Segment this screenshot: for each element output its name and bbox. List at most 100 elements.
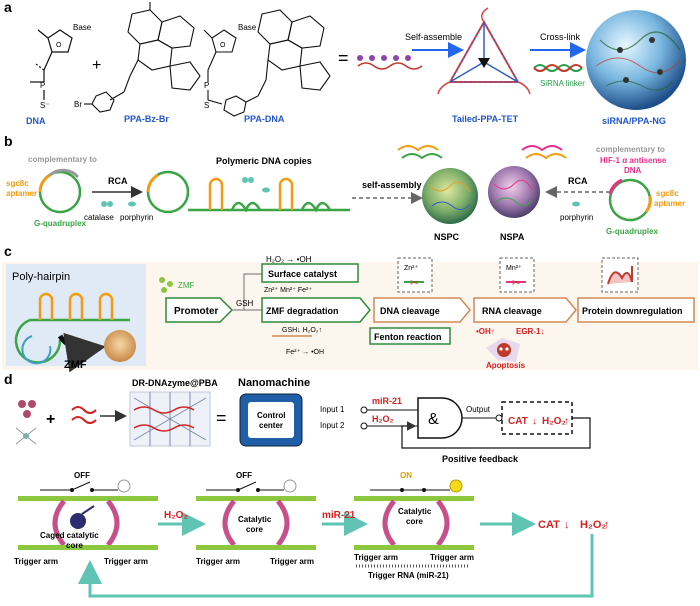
protein-down-label: Protein downregulation bbox=[582, 306, 683, 316]
dna-structure bbox=[30, 29, 73, 100]
feedback-loop-arrow bbox=[78, 534, 594, 598]
catalytic-machine-1 bbox=[196, 496, 316, 550]
g-quad-left: G-quadruplex bbox=[34, 219, 87, 228]
h2o2-final-arrow: ↑ bbox=[604, 519, 610, 531]
skull-icon bbox=[486, 338, 520, 362]
nspa-particle bbox=[488, 166, 540, 218]
circular-template-mid bbox=[146, 170, 190, 214]
zmf-degradation-box bbox=[261, 297, 371, 323]
surface-catalyst-label: Surface catalyst bbox=[268, 269, 337, 279]
panel-c-letter: c bbox=[4, 243, 12, 259]
ppa-dna-strand bbox=[357, 55, 423, 70]
hif-line-1: HIF-1 α antisense bbox=[600, 156, 667, 165]
nspa-label: NSPA bbox=[500, 232, 525, 242]
zmf-label: ZMF bbox=[64, 359, 87, 371]
cross-link-label: Cross-link bbox=[540, 32, 581, 42]
scissors-icon-dna: ✂ bbox=[404, 278, 424, 289]
porphyrin-left-label: porphyrin bbox=[120, 213, 153, 222]
p-label-1: P bbox=[40, 81, 45, 90]
p-label-2: P bbox=[204, 81, 209, 90]
porphyrin-right-label: porphyrin bbox=[560, 213, 593, 222]
panel-a: a Base O P S⁻ DNA + Br bbox=[4, 0, 686, 126]
ppa-dna-structure bbox=[203, 9, 331, 117]
logic-gate bbox=[360, 397, 591, 449]
surface-catalyst-box bbox=[261, 263, 359, 283]
cat-down-arrow: ↓ bbox=[532, 416, 537, 427]
dr-dnazyme-label: DR-DNAzyme@PBA bbox=[132, 378, 218, 388]
catalytic-core-1-line-2: core bbox=[246, 525, 263, 534]
off-2-label: OFF bbox=[236, 471, 252, 480]
h2o2-oh-label: H₂O₂ → •OH bbox=[266, 255, 312, 264]
zn-box-label: Zn²⁺ bbox=[404, 265, 419, 272]
trigger-arm-1b: Trigger arm bbox=[104, 557, 148, 566]
cat-final-arrow: ↓ bbox=[564, 519, 570, 531]
self-assemble-label: Self-assemble bbox=[405, 32, 462, 42]
o-label-2: O bbox=[220, 42, 226, 49]
panel-b: b complementary to sgc8c aptamer G-quadr… bbox=[4, 133, 685, 242]
sgc8c-left-1: sgc8c bbox=[6, 179, 29, 188]
circular-template-right bbox=[608, 178, 652, 222]
sgc8c-right-2: aptamer bbox=[654, 199, 685, 208]
promoter-branch-line bbox=[232, 273, 262, 311]
switch-on bbox=[370, 479, 463, 493]
and-symbol: & bbox=[428, 411, 439, 428]
zmf-small-label: ZMF bbox=[178, 281, 195, 290]
catalytic-machine-2 bbox=[354, 496, 474, 568]
input-1-label: Input 1 bbox=[320, 405, 345, 414]
fenton-label: Fenton reaction bbox=[374, 332, 442, 342]
zmf-particle bbox=[104, 330, 136, 362]
nspc-cluster bbox=[397, 145, 443, 160]
gsh-h2o2-label: GSH↓ H₂O₂↑ bbox=[282, 327, 322, 334]
ppa-dna-label: PPA-DNA bbox=[244, 114, 285, 124]
sirna-linker-label: SiRNA linker bbox=[540, 79, 585, 88]
nspa-cluster bbox=[521, 145, 567, 160]
porphyrin-icon-right bbox=[572, 201, 580, 207]
promoter-label: Promoter bbox=[174, 306, 219, 317]
dna-cleavage-label: DNA cleavage bbox=[380, 306, 440, 316]
s-label-2: S bbox=[204, 101, 209, 110]
mir21-in-label: miR-21 bbox=[372, 396, 402, 406]
equals-d: = bbox=[216, 408, 227, 428]
panel-b-letter: b bbox=[4, 133, 13, 149]
rca-right: RCA bbox=[568, 176, 588, 186]
switch-off-1 bbox=[40, 479, 131, 493]
trigger-arm-2b: Trigger arm bbox=[270, 557, 314, 566]
trigger-arm-3a: Trigger arm bbox=[354, 553, 398, 562]
panel-d-letter: d bbox=[4, 371, 13, 387]
panel-d: d + DR-DNAzyme@PBA = Nanomachine bbox=[4, 371, 610, 598]
mn-box-label: Mn²⁺ bbox=[506, 265, 522, 272]
h2o2-out-label: H₂O₂ bbox=[542, 416, 566, 427]
br-label: Br bbox=[74, 100, 82, 109]
control-center-line-1: Control bbox=[257, 411, 285, 420]
promoter-box bbox=[165, 297, 234, 323]
sirna-ppa-ng-sphere bbox=[586, 10, 686, 110]
zmf-small-icon bbox=[159, 277, 173, 293]
nanomachine-label: Nanomachine bbox=[238, 377, 310, 389]
complementary-right: complementary to bbox=[596, 145, 665, 154]
h2o2-final-label: H₂O₂ bbox=[580, 519, 606, 531]
poly-hairpin-label: Poly-hairpin bbox=[12, 271, 70, 283]
svg-text:✂: ✂ bbox=[410, 278, 418, 289]
dnazyme-strands-icon bbox=[71, 406, 97, 424]
g-quad-right: G-quadruplex bbox=[606, 227, 659, 236]
caged-core-line-1: Caged catalytic bbox=[40, 531, 99, 540]
self-assembly-label: self-assembly bbox=[362, 180, 422, 190]
cat-final-label: CAT bbox=[538, 519, 560, 531]
output-label: Output bbox=[466, 405, 491, 414]
zmf-degradation-label: ZMF degradation bbox=[266, 306, 339, 316]
catalase-icon bbox=[101, 201, 113, 207]
on-label: ON bbox=[400, 471, 412, 480]
tailed-ppa-tet-label: Tailed-PPA-TET bbox=[452, 114, 519, 124]
dr-dnazyme-lattice bbox=[129, 391, 211, 447]
o-label-1: O bbox=[56, 42, 62, 49]
catalytic-core-2-line-2: core bbox=[406, 517, 423, 526]
egr-label: EGR-1↓ bbox=[516, 327, 544, 336]
tailed-ppa-tet-structure bbox=[437, 7, 531, 95]
caged-machine bbox=[18, 496, 158, 550]
hif-line-2: DNA bbox=[624, 166, 642, 175]
zmf-arrow bbox=[57, 332, 106, 373]
precursor-spheres bbox=[18, 400, 36, 418]
mir21-step-label: miR-21 bbox=[322, 510, 356, 521]
polymeric-dna-copies bbox=[188, 177, 350, 213]
trigger-rna-label: Trigger RNA (miR-21) bbox=[368, 571, 449, 580]
